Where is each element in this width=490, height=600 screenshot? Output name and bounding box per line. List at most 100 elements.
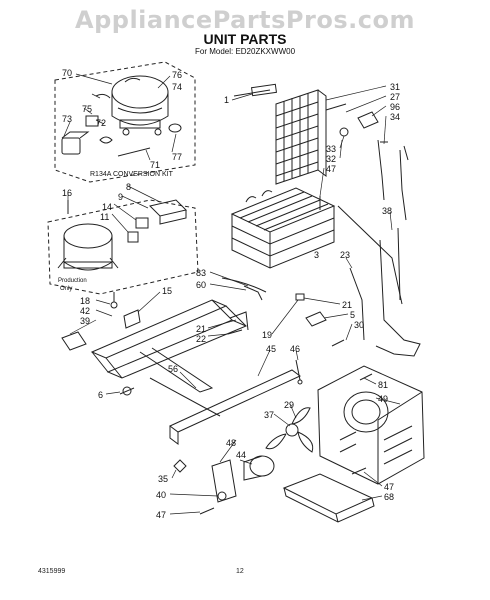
- probe-34: [380, 141, 409, 161]
- callout-40: 40: [156, 490, 166, 500]
- tube-34: [377, 139, 385, 201]
- kit-tube: [117, 147, 151, 157]
- callout-70: 70: [62, 68, 72, 78]
- doc-number: 4315999: [38, 568, 66, 575]
- screw-46-head: [297, 379, 303, 385]
- screw-81: [359, 373, 373, 381]
- evaporator-coil: [230, 187, 336, 269]
- kit-box: [54, 61, 196, 183]
- leader-lines: [63, 73, 401, 515]
- fan-motor: [243, 455, 275, 481]
- kit-label: R134A CONVERSION KIT: [90, 171, 174, 178]
- page-title: UNIT PARTS: [203, 31, 287, 47]
- callout-6: 6: [98, 390, 103, 400]
- drier-part: [250, 83, 278, 97]
- callout-3: 3: [314, 250, 319, 260]
- relay-box-part: [149, 199, 187, 225]
- callout-37: 37: [264, 410, 274, 420]
- callout-29: 29: [284, 400, 294, 410]
- kit-wire: [95, 93, 111, 99]
- fitting-5: [305, 311, 327, 327]
- compressor-box: [47, 199, 199, 295]
- callout-83: 83: [196, 268, 206, 278]
- callout-34: 34: [390, 112, 400, 122]
- grommet-18-ring: [110, 301, 118, 309]
- clamp-22: [227, 329, 243, 335]
- callout-11: 11: [100, 212, 109, 222]
- motor-bracket-48: [211, 459, 237, 503]
- callout-30: 30: [354, 320, 364, 330]
- callout-32: 32: [326, 154, 336, 164]
- callout-96: 96: [390, 102, 400, 112]
- base-frame: [90, 299, 248, 417]
- callout-72: 72: [96, 118, 106, 128]
- callout-73: 73: [62, 114, 72, 124]
- callout-35: 35: [158, 474, 168, 484]
- callout-47-pan: 47: [384, 482, 394, 492]
- callout-14: 14: [102, 202, 112, 212]
- callout-1: 1: [224, 95, 229, 105]
- roller-6-wheel: [122, 386, 132, 396]
- clip-part: [135, 217, 149, 229]
- callout-77: 77: [172, 152, 182, 162]
- condenser-coil: [275, 89, 327, 185]
- bracket-96: [357, 111, 379, 129]
- heater-loop-30: [375, 239, 421, 357]
- kit-clip: [99, 136, 113, 144]
- callout-39: 39: [80, 316, 90, 326]
- drain-tube-83: [221, 277, 267, 293]
- fan-shroud: [317, 365, 425, 485]
- callout-18: 18: [80, 296, 90, 306]
- callout-75: 75: [82, 104, 92, 114]
- callout-68: 68: [384, 492, 394, 502]
- callout-74: 74: [172, 82, 182, 92]
- screw-46: [295, 359, 301, 381]
- callout-19: 19: [262, 330, 272, 340]
- screw-47-pan: [351, 467, 367, 475]
- callout-76: 76: [172, 70, 182, 80]
- callout-33: 33: [326, 144, 336, 154]
- compressor-production: [57, 223, 119, 271]
- kit-grommet: [168, 123, 182, 133]
- tube-38: [337, 205, 403, 305]
- rail-45-end: [169, 426, 179, 445]
- callout-16: 16: [62, 188, 72, 198]
- tube-38-right: [397, 227, 401, 301]
- screw-47-motor: [199, 507, 215, 515]
- callout-42: 42: [80, 306, 90, 316]
- drain-pan-rim: [283, 487, 375, 523]
- fan-blade: [265, 407, 314, 453]
- callout-71: 71: [150, 160, 160, 170]
- rail-45: [169, 369, 301, 433]
- watermark: AppliancePartsPros.com: [75, 6, 415, 34]
- callout-46: 46: [290, 344, 300, 354]
- drain-pan: [282, 473, 374, 515]
- callout-5: 5: [350, 310, 355, 320]
- relay-part-face: [61, 131, 90, 139]
- fitting-33: [339, 127, 349, 137]
- callout-9: 9: [118, 192, 123, 202]
- model-line: For Model: ED20ZKXWW00: [194, 47, 296, 56]
- callout-49: 49: [378, 394, 388, 404]
- page-number: 12: [236, 568, 244, 575]
- callout-23: 23: [340, 250, 350, 260]
- callout-21-left: 21: [196, 324, 206, 334]
- callout-60: 60: [196, 280, 206, 290]
- callout-81: 81: [378, 380, 388, 390]
- callout-22: 22: [196, 334, 206, 344]
- terminal-cover: [127, 231, 139, 243]
- callout-38: 38: [382, 206, 392, 216]
- screw-19: [295, 293, 305, 301]
- wire-30-tip: [331, 339, 345, 347]
- callout-15: 15: [162, 286, 172, 296]
- tube-34b: [399, 149, 407, 221]
- callout-56: 56: [168, 364, 178, 374]
- callout-47-evap: 47: [326, 164, 336, 174]
- grommet-40: [217, 491, 227, 501]
- callout-48: 48: [226, 438, 236, 448]
- callout-21-right: 21: [342, 300, 352, 310]
- clip-15: [123, 309, 141, 329]
- clip-60: [243, 285, 263, 301]
- callout-45: 45: [266, 344, 276, 354]
